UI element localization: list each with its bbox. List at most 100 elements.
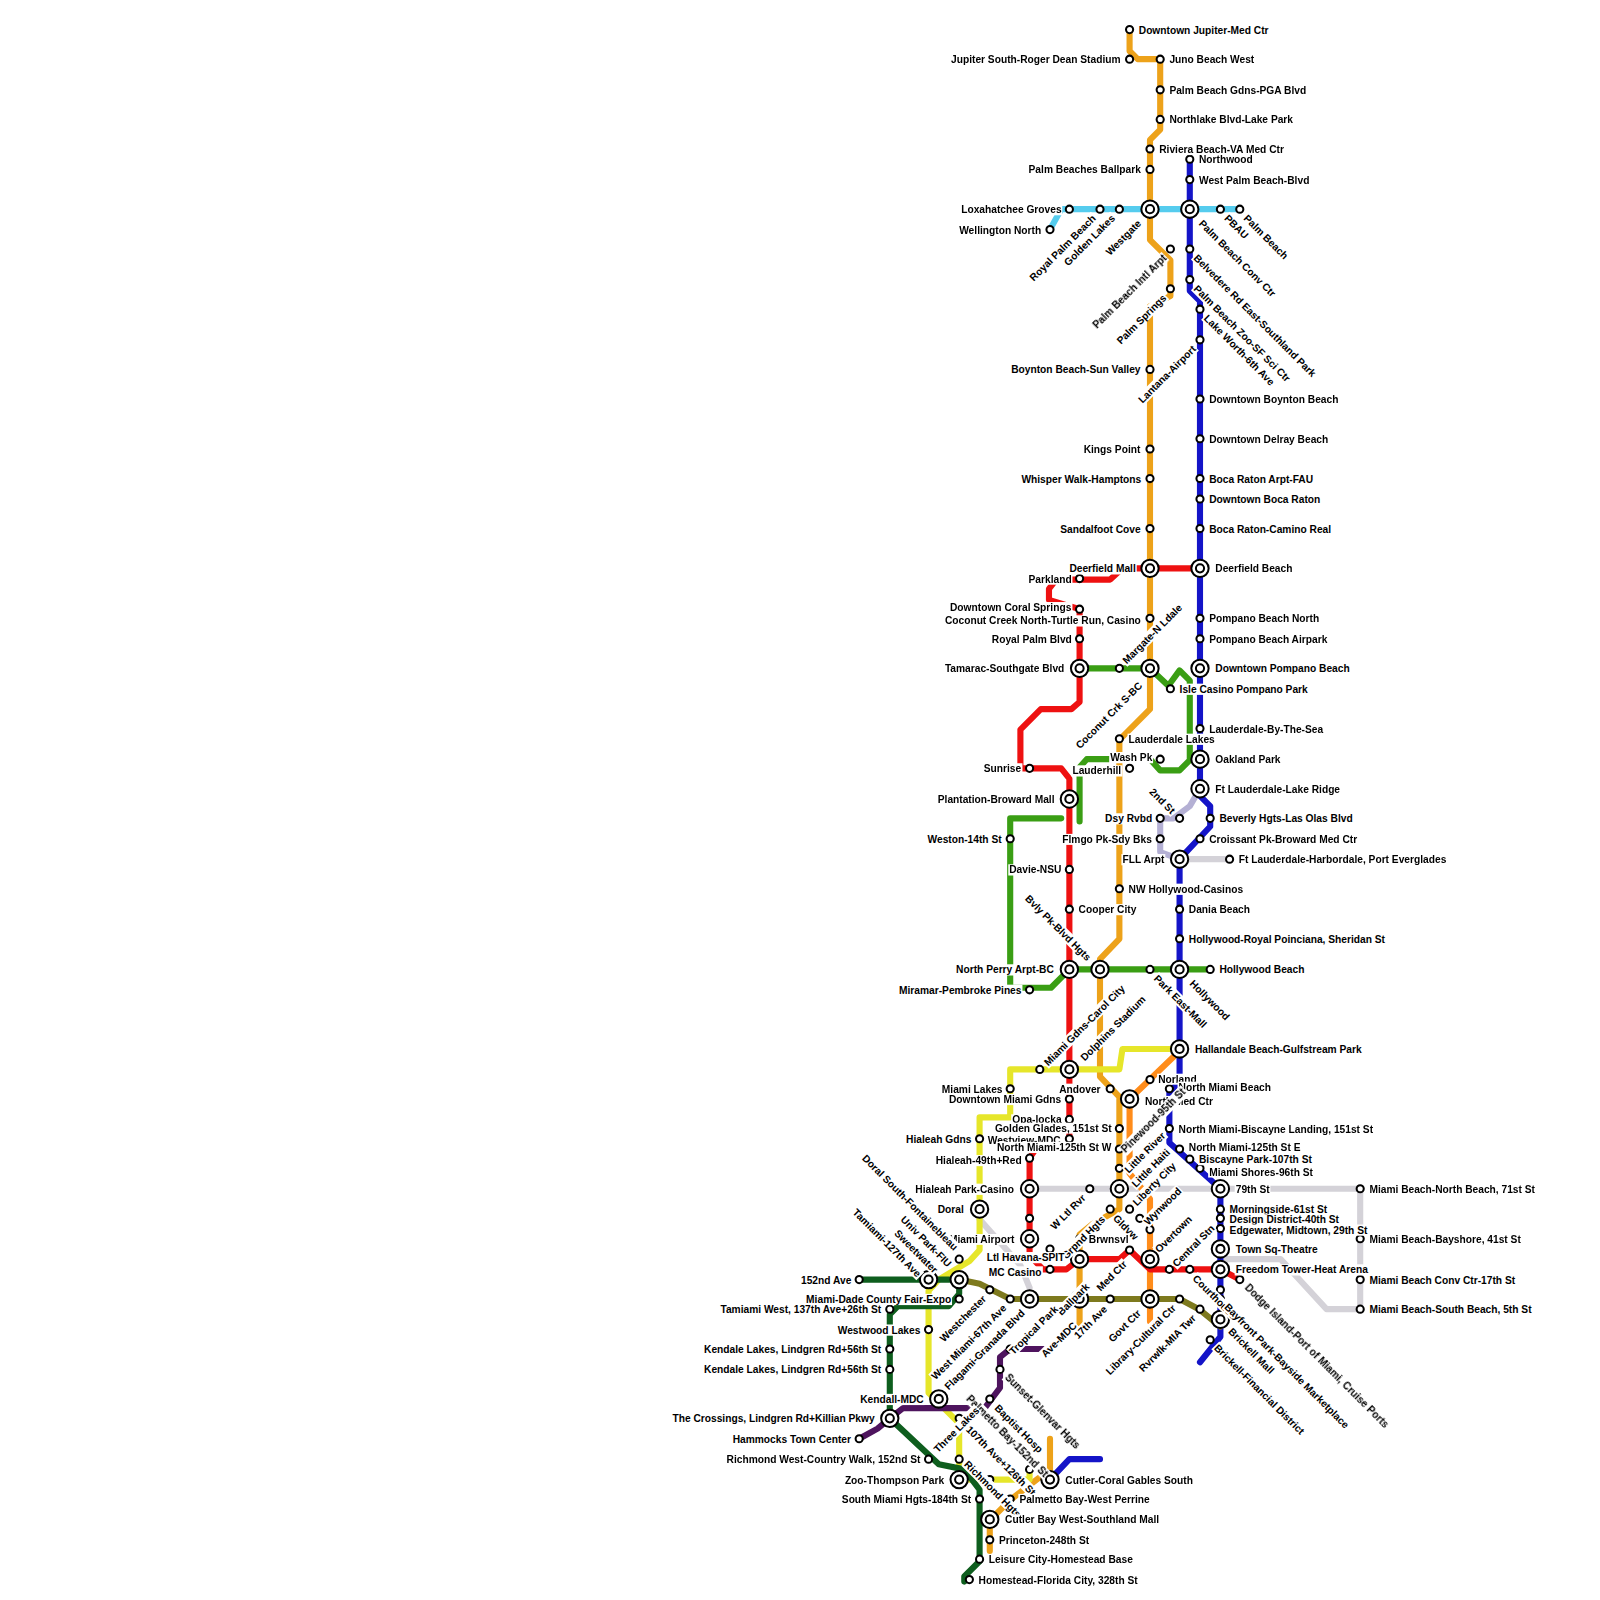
station-dot — [1217, 206, 1224, 213]
station-label: Plantation-Broward Mall — [937, 793, 1056, 804]
station-dot — [1207, 815, 1214, 822]
station-dot — [1007, 1085, 1014, 1092]
station-label: Miami Shores-96th St — [1208, 1166, 1314, 1177]
station-label: Sunrise — [983, 763, 1022, 774]
station-dot — [1107, 1085, 1114, 1092]
interchange-core — [1026, 1235, 1034, 1243]
station-dot — [1217, 1225, 1224, 1232]
station-dot — [1126, 1246, 1133, 1253]
interchange-ring — [971, 1201, 988, 1218]
station-dot — [1196, 725, 1203, 732]
interchange-ring — [981, 1511, 998, 1528]
station-label: Lauderdale-By-The-Sea — [1208, 723, 1324, 734]
station-label: 2nd St — [1147, 785, 1178, 816]
station-dot — [1196, 525, 1203, 532]
station-label: Miami Beach-Bayshore, 41st St — [1368, 1233, 1521, 1244]
station-dot — [1146, 966, 1153, 973]
station-dot — [1207, 966, 1214, 973]
interchange-ring — [1191, 780, 1208, 797]
interchange-core — [1176, 1045, 1184, 1053]
station-dot — [1066, 206, 1073, 213]
interchange-core — [1196, 564, 1204, 572]
station-dot — [1186, 276, 1193, 283]
station-dot — [1046, 1266, 1053, 1273]
station-label: Tamiami West, 137th Ave+26th St — [719, 1304, 882, 1315]
interchange-ring — [1021, 1230, 1038, 1247]
station-label: Hialeah-49th+Red — [935, 1155, 1023, 1166]
station-dot — [1196, 1165, 1203, 1172]
station-dot — [1166, 1266, 1173, 1273]
station-dot — [1357, 1306, 1364, 1313]
station-label: Palm Beach Gdns-PGA Blvd — [1168, 84, 1307, 95]
interchange-core — [1115, 1185, 1123, 1193]
interchange-ring — [1171, 961, 1188, 978]
station-label: Isle Casino Pompano Park — [1179, 683, 1309, 694]
station-dot — [986, 1395, 993, 1402]
station-dot — [1226, 856, 1233, 863]
station-label: Downtown Delray Beach — [1208, 433, 1329, 444]
station-label: Lantana-Airport — [1135, 342, 1198, 405]
station-label: MC Casino — [988, 1266, 1043, 1277]
station-label: Westwood Lakes — [837, 1324, 922, 1335]
station-dot — [1116, 885, 1123, 892]
station-label: Boynton Beach-Sun Valley — [1010, 364, 1141, 375]
station-label: Palm Beaches Ballpark — [1028, 164, 1142, 175]
station-dot — [1076, 635, 1083, 642]
interchange-core — [1076, 1255, 1084, 1263]
station-dot — [1196, 336, 1203, 343]
interchange-core — [1076, 664, 1084, 672]
station-label: Andover — [1058, 1083, 1101, 1094]
transit-line — [1020, 568, 1239, 1279]
station-dot — [996, 1366, 1003, 1373]
station-dot — [1217, 1215, 1224, 1222]
station-label: Cooper City — [1078, 904, 1138, 915]
station-label: Miami Beach Conv Ctr-17th St — [1368, 1274, 1516, 1285]
station-label: Med Ctr — [1093, 1257, 1129, 1293]
station-label: Downtown Boca Raton — [1208, 493, 1321, 504]
station-label: Tamarac-Southgate Blvd — [944, 663, 1065, 674]
station-label: Wellington North — [958, 224, 1042, 235]
interchange-core — [1026, 1295, 1034, 1303]
station-dot — [1176, 1295, 1183, 1302]
transit-line — [1010, 818, 1210, 987]
interchange-ring — [1061, 1061, 1078, 1078]
station-dot — [1126, 765, 1133, 772]
interchange-core — [1176, 965, 1184, 973]
station-label: Ltl Havana-SPIT — [986, 1252, 1066, 1263]
station-dot — [1157, 756, 1164, 763]
station-dot — [925, 1456, 932, 1463]
interchange-core — [1146, 1255, 1154, 1263]
station-dot — [886, 1306, 893, 1313]
station-label: Whisper Walk-Hamptons — [1020, 473, 1142, 484]
station-label: Downtown Jupiter-Med Ctr — [1138, 24, 1270, 35]
station-label: Hialeah Park-Casino — [914, 1183, 1015, 1194]
station-label: Doral — [937, 1204, 965, 1215]
interchange-core — [1216, 1185, 1224, 1193]
station-dot — [1166, 1085, 1173, 1092]
station-dot — [1157, 835, 1164, 842]
station-label: Palmetto Bay-West Perrine — [1018, 1493, 1150, 1504]
station-dot — [1196, 495, 1203, 502]
interchange-ring — [1141, 1251, 1158, 1268]
station-dot — [1066, 906, 1073, 913]
station-label: Downtown Coral Springs — [949, 602, 1072, 613]
station-label: Northlake Blvd-Lake Park — [1168, 114, 1294, 125]
station-label: Royal Palm Blvd — [991, 633, 1073, 644]
station-label: Golden Glades, 151st St — [994, 1122, 1113, 1133]
station-label: Brwnsvl — [1088, 1233, 1130, 1244]
station-dot — [1116, 665, 1123, 672]
station-label: Loxahatchee Groves — [960, 204, 1062, 215]
station-dot — [1046, 226, 1053, 233]
station-label: Jupiter South-Roger Dean Stadium — [950, 54, 1122, 65]
interchange-core — [955, 1475, 963, 1483]
interchange-ring — [1191, 751, 1208, 768]
station-label: Cutler-Coral Gables South — [1064, 1474, 1194, 1485]
interchange-core — [1196, 785, 1204, 793]
interchange-ring — [1191, 660, 1208, 677]
station-dot — [1126, 56, 1133, 63]
interchange-ring — [1071, 660, 1088, 677]
station-dot — [1146, 145, 1153, 152]
station-label: Ft Lauderdale-Harbordale, Port Everglade… — [1238, 854, 1448, 865]
